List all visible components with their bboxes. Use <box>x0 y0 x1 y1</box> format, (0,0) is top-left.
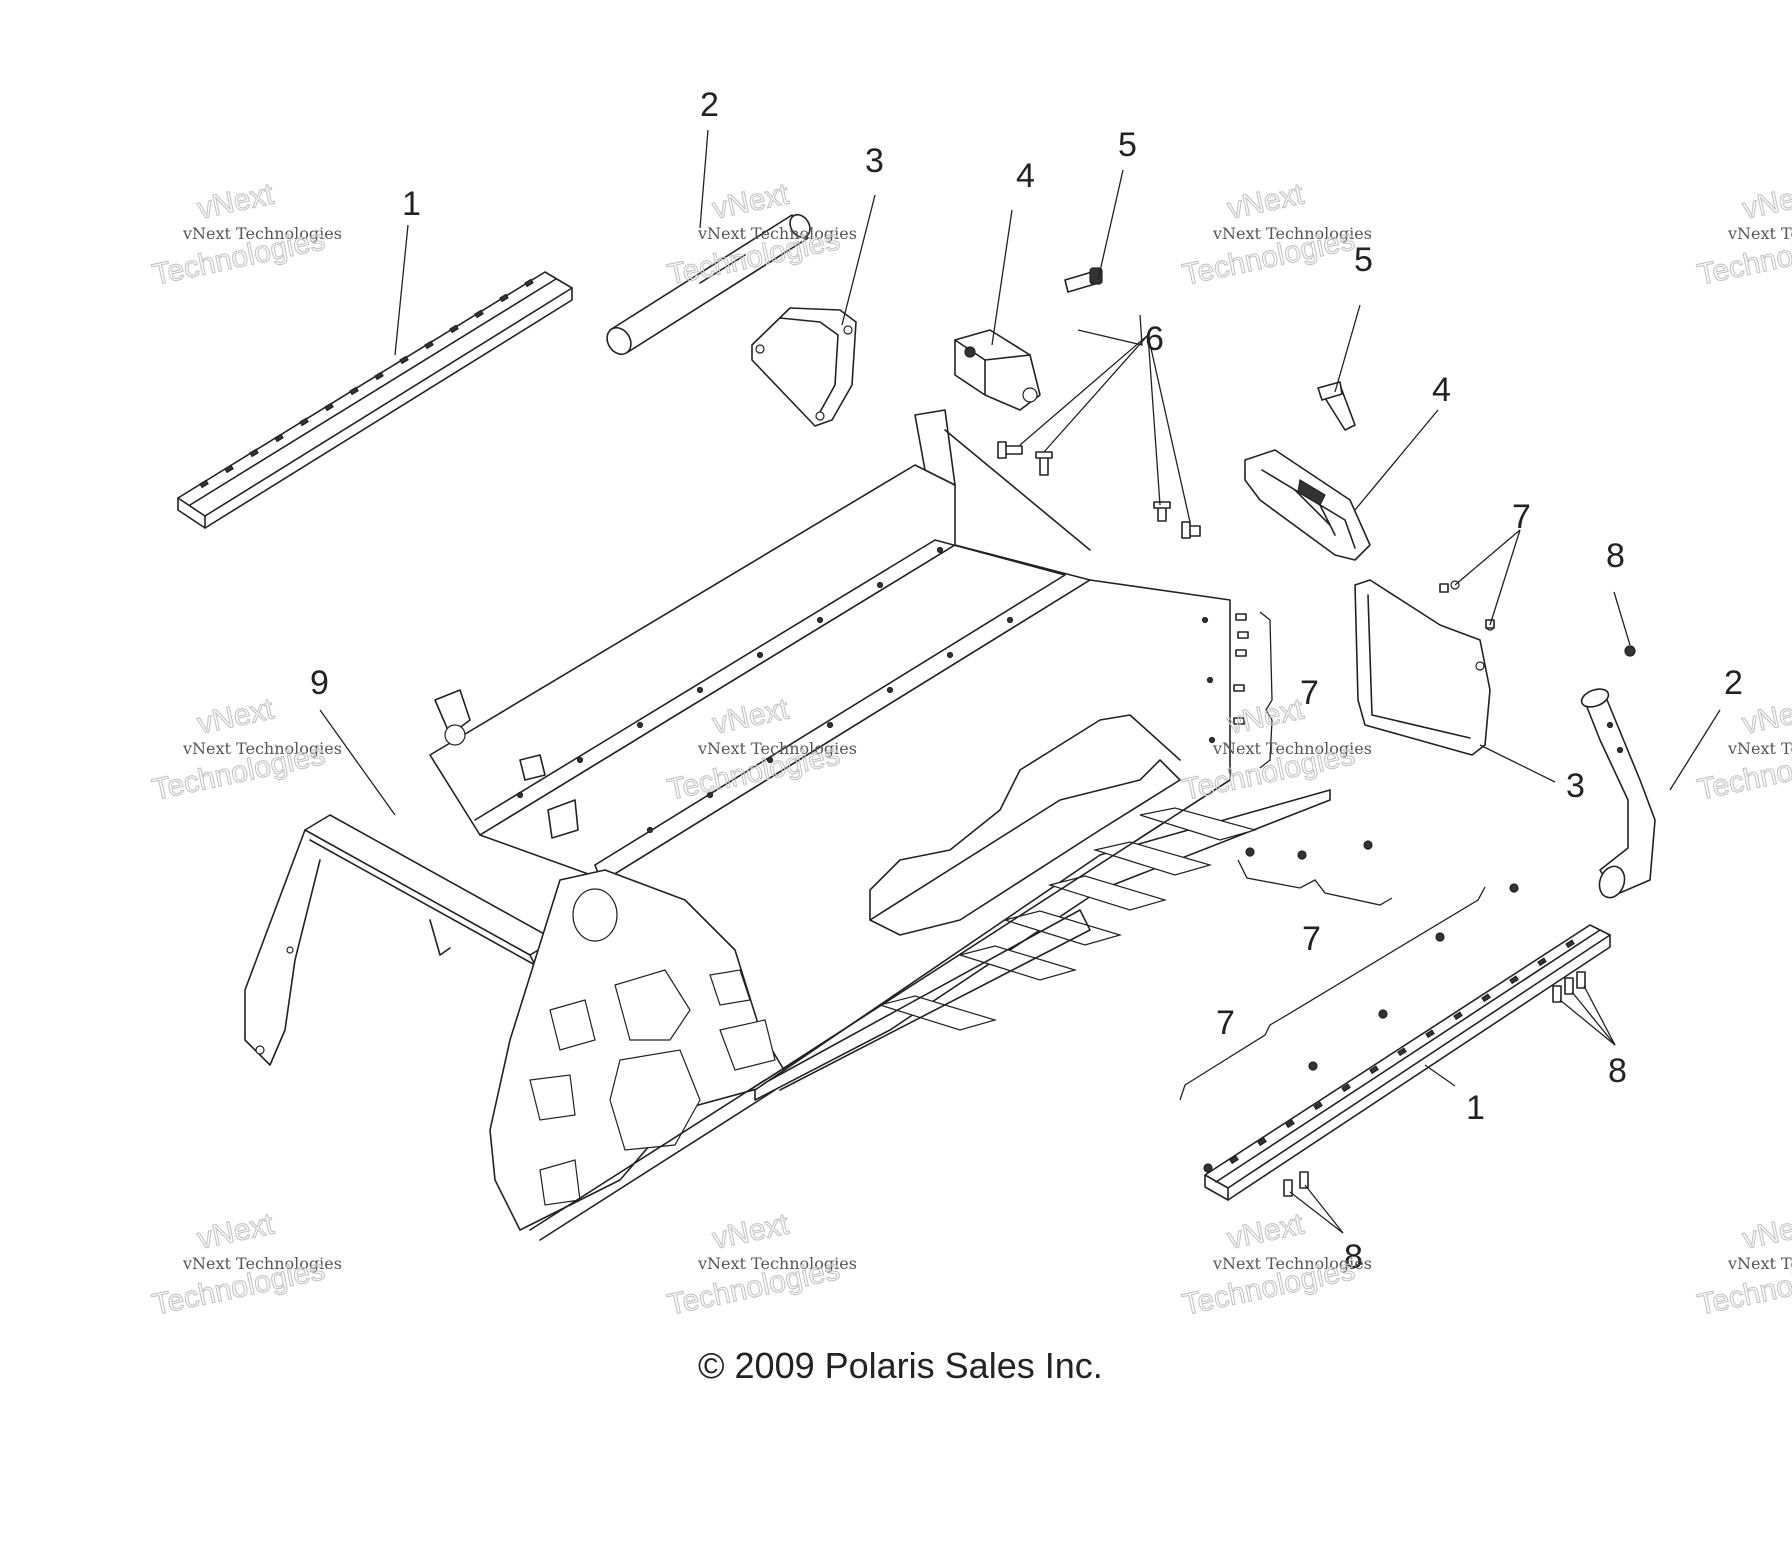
svg-text:vNext Technologies: vNext Technologies <box>1212 739 1372 758</box>
svg-text:vNext Technologies: vNext Technologies <box>1727 224 1792 243</box>
svg-text:vNext Technologies: vNext Technologies <box>182 739 342 758</box>
part-6-bolts <box>997 441 1201 539</box>
part-2-right-tube <box>1580 688 1656 899</box>
callout-7: 7 <box>1302 920 1321 958</box>
callout-8: 8 <box>1606 537 1625 575</box>
part-2-left-tube <box>606 213 811 356</box>
svg-text:vNext: vNext <box>710 1207 793 1255</box>
part-4-left-mount-block <box>954 329 1041 411</box>
part-5-left-bolt <box>1064 267 1103 293</box>
svg-text:vNext Technologies: vNext Technologies <box>697 224 857 243</box>
watermark: vNext vNext Technologies Technologies <box>1694 1207 1792 1322</box>
callout-4: 4 <box>1432 371 1451 409</box>
callout-7: 7 <box>1300 674 1319 712</box>
watermark: vNext vNext Technologies Technologies <box>1694 177 1792 292</box>
svg-text:vNext: vNext <box>1740 692 1792 740</box>
callout-1: 1 <box>402 185 421 223</box>
watermark: vNext vNext Technologies Technologies <box>149 1207 342 1322</box>
part-3-left-gusset <box>751 307 857 427</box>
callout-2: 2 <box>700 86 719 124</box>
callout-8: 8 <box>1608 1052 1627 1090</box>
callout-2: 2 <box>1724 664 1743 702</box>
svg-text:vNext Technologies: vNext Technologies <box>182 1254 342 1273</box>
watermark: vNext vNext Technologies Technologies <box>1694 692 1792 807</box>
copyright-text: © 2009 Polaris Sales Inc. <box>698 1345 1103 1386</box>
part-4-right-bracket <box>1244 449 1371 561</box>
part-1-right-rail <box>1204 924 1611 1201</box>
svg-text:vNext: vNext <box>195 177 278 225</box>
part-3-right-gusset <box>1354 579 1495 756</box>
callout-5: 5 <box>1354 241 1373 279</box>
callout-6: 6 <box>1145 320 1164 358</box>
part-5-right-bolt <box>1317 381 1356 431</box>
svg-text:vNext: vNext <box>195 1207 278 1255</box>
part-1-left-rail <box>177 271 573 529</box>
callout-3: 3 <box>865 142 884 180</box>
callout-9: 9 <box>310 664 329 702</box>
callout-5: 5 <box>1118 126 1137 164</box>
callout-numbers: 1 1 2 2 3 3 4 4 5 5 6 7 7 7 7 8 8 8 9 <box>310 86 1743 1276</box>
watermark: vNext vNext Technologies Technologies <box>149 177 342 292</box>
svg-text:vNext Technologies: vNext Technologies <box>1727 739 1792 758</box>
part-9-rear-frame <box>244 814 556 1066</box>
svg-text:vNext Technologies: vNext Technologies <box>697 1254 857 1273</box>
svg-text:vNext: vNext <box>710 177 793 225</box>
watermark: vNext vNext Technologies Technologies <box>1179 177 1372 292</box>
svg-text:vNext: vNext <box>1225 1207 1308 1255</box>
callout-4: 4 <box>1016 157 1035 195</box>
callout-3: 3 <box>1566 767 1585 805</box>
callout-1: 1 <box>1466 1089 1485 1127</box>
bracket-braces <box>1179 611 1486 1101</box>
svg-text:vNext: vNext <box>1225 692 1308 740</box>
svg-text:vNext Technologies: vNext Technologies <box>1727 1254 1792 1273</box>
callout-8: 8 <box>1344 1238 1363 1276</box>
svg-text:vNext: vNext <box>1740 177 1792 225</box>
svg-text:vNext: vNext <box>195 692 278 740</box>
part-8-screws <box>1283 971 1586 1197</box>
leader-lines <box>319 129 1721 1234</box>
svg-text:vNext Technologies: vNext Technologies <box>182 224 342 243</box>
watermark: vNext vNext Technologies Technologies <box>664 1207 857 1322</box>
svg-text:vNext: vNext <box>1225 177 1308 225</box>
svg-text:vNext Technologies: vNext Technologies <box>1212 1254 1372 1273</box>
chassis-tunnel <box>429 409 1331 1241</box>
svg-text:vNext: vNext <box>1740 1207 1792 1255</box>
watermark: vNext vNext Technologies Technologies <box>664 177 857 292</box>
watermark: vNext vNext Technologies Technologies <box>1179 1207 1372 1322</box>
watermark: vNext vNext Technologies Technologies <box>149 692 342 807</box>
svg-text:vNext Technologies: vNext Technologies <box>697 739 857 758</box>
callout-7: 7 <box>1512 498 1531 536</box>
callout-7: 7 <box>1216 1004 1235 1042</box>
svg-text:vNext Technologies: vNext Technologies <box>1212 224 1372 243</box>
part-8-nut <box>1624 645 1636 657</box>
